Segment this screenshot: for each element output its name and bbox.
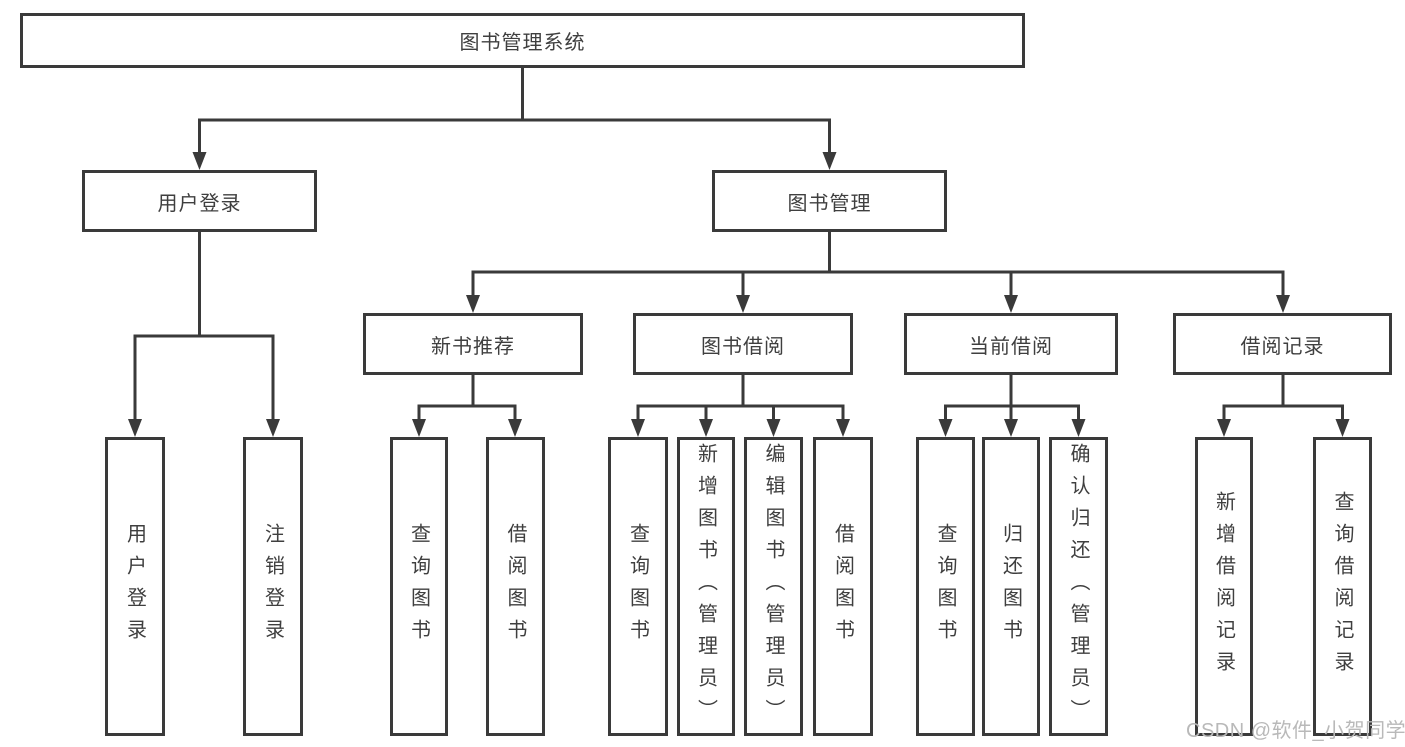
leaf-query-borrow-record: 查询借阅记录	[1313, 437, 1372, 736]
leaf-edit-books-admin: 编辑图书（管理员）	[744, 437, 803, 736]
edge-book-mgmt-to-level3	[466, 232, 1290, 313]
leaf-add-books-admin-label: 新增图书（管理员）	[694, 442, 717, 731]
leaf-return-books-label: 归还图书	[999, 522, 1022, 651]
leaf-user-login: 用户登录	[105, 437, 165, 736]
leaf-edit-books-admin-label: 编辑图书（管理员）	[762, 442, 784, 731]
leaf-logout-login-label: 注销登录	[261, 522, 284, 651]
leaf-borrow-books-recommend-label: 借阅图书	[504, 522, 526, 651]
leaf-query-books-current-label: 查询图书	[934, 522, 956, 651]
leaf-query-books-borrowing: 查询图书	[608, 437, 668, 736]
leaf-return-books: 归还图书	[982, 437, 1040, 736]
leaf-query-books-current: 查询图书	[916, 437, 975, 736]
leaf-confirm-return-admin-label: 确认归还（管理员）	[1067, 442, 1089, 731]
node-root-label: 图书管理系统	[459, 32, 586, 54]
edge-current-borrow-to-leaves	[938, 375, 1086, 437]
node-current-borrowing: 当前借阅	[904, 313, 1118, 375]
node-borrow-records-label: 借阅记录	[1240, 335, 1325, 358]
node-book-borrowing: 图书借阅	[633, 313, 853, 375]
edge-root-to-level2	[192, 68, 837, 170]
leaf-query-books-recommend: 查询图书	[390, 437, 448, 736]
edge-borrow-rec-to-leaves	[1217, 375, 1350, 437]
node-user-login-label: 用户登录	[157, 192, 242, 215]
node-book-borrowing-label: 图书借阅	[701, 335, 785, 358]
edge-new-book-to-leaves	[412, 375, 522, 437]
leaf-add-borrow-record-label: 新增借阅记录	[1212, 490, 1235, 683]
leaf-borrow-books-borrowing: 借阅图书	[813, 437, 873, 736]
leaf-confirm-return-admin: 确认归还（管理员）	[1049, 437, 1108, 736]
leaf-logout-login: 注销登录	[243, 437, 303, 736]
leaf-query-borrow-record-label: 查询借阅记录	[1331, 490, 1353, 683]
node-new-book-recommend-label: 新书推荐	[431, 335, 515, 358]
leaf-query-books-borrowing-label: 查询图书	[626, 522, 649, 651]
leaf-add-borrow-record: 新增借阅记录	[1195, 437, 1253, 736]
edge-user-login-to-leaves	[128, 232, 280, 437]
leaf-borrow-books-recommend: 借阅图书	[486, 437, 545, 736]
leaf-add-books-admin: 新增图书（管理员）	[677, 437, 735, 736]
node-current-borrowing-label: 当前借阅	[969, 335, 1053, 358]
leaf-user-login-label: 用户登录	[123, 522, 146, 651]
node-borrow-records: 借阅记录	[1173, 313, 1392, 375]
node-user-login: 用户登录	[82, 170, 317, 232]
leaf-query-books-recommend-label: 查询图书	[407, 522, 430, 651]
node-new-book-recommend: 新书推荐	[363, 313, 583, 375]
node-root-system: 图书管理系统	[20, 13, 1025, 68]
node-book-management-label: 图书管理	[787, 192, 872, 215]
leaf-borrow-books-borrowing-label: 借阅图书	[831, 522, 854, 651]
node-book-management: 图书管理	[712, 170, 947, 232]
edge-book-borrow-to-leaves	[631, 375, 850, 437]
csdn-watermark: CSDN @软件_小贺同学	[1186, 720, 1405, 742]
